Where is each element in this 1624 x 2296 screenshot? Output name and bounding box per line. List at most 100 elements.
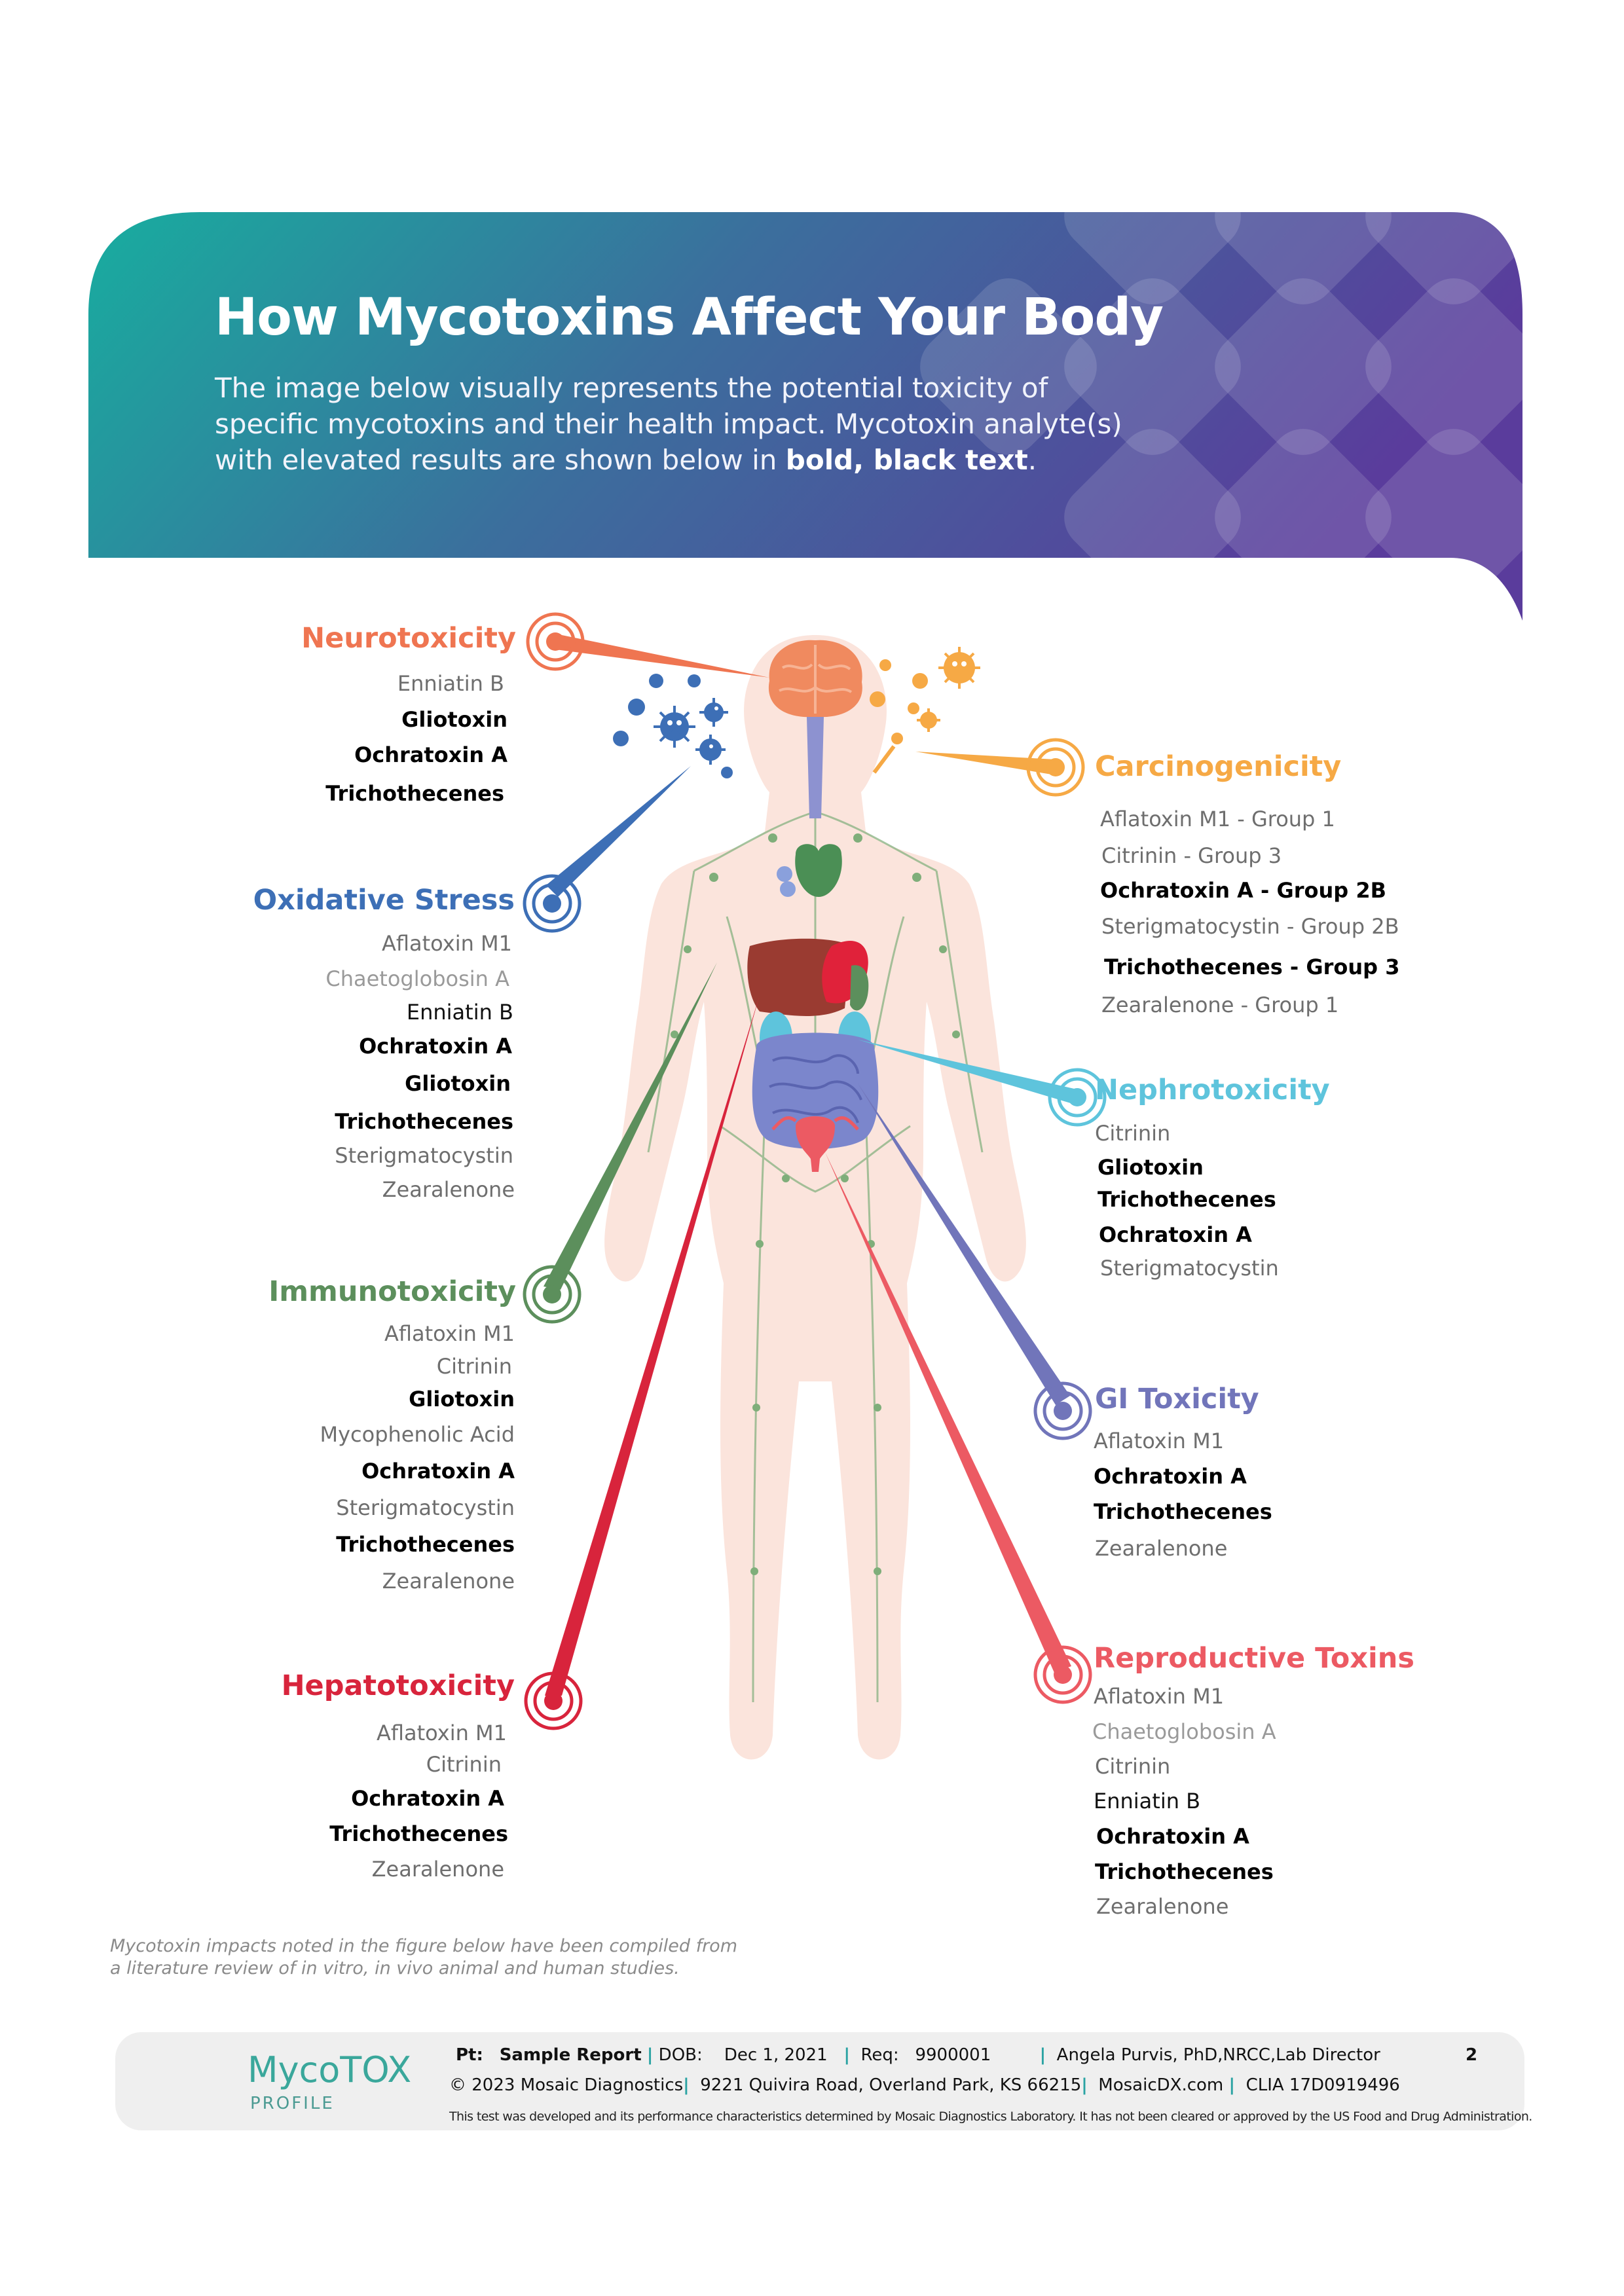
hepato-target bbox=[524, 1671, 583, 1730]
analyte-item: Aflatoxin M1 bbox=[384, 1321, 515, 1346]
separator: | bbox=[1039, 2045, 1046, 2065]
analyte-item: Aflatoxin M1 - Group 1 bbox=[1100, 807, 1335, 831]
spinal-cord bbox=[807, 717, 824, 818]
analyte-item: Zearalenone bbox=[382, 1177, 515, 1202]
category-hepatotoxicity: Hepatotoxicity bbox=[281, 1669, 515, 1702]
analyte-item: Aflatoxin M1 bbox=[1094, 1684, 1225, 1709]
analyte-item: Gliotoxin bbox=[405, 1071, 511, 1096]
analyte-item: Zearalenone - Group 1 bbox=[1101, 993, 1339, 1017]
pointer-beams bbox=[544, 634, 1077, 1696]
footer-company-line: © 2023 Mosaic Diagnostics| 9221 Quivira … bbox=[449, 2075, 1400, 2095]
analyte-item: Citrinin bbox=[1095, 1121, 1171, 1146]
analyte-item: Gliotoxin bbox=[401, 707, 507, 732]
analyte-item: Trichothecenes bbox=[335, 1109, 513, 1134]
dob-value: Dec 1, 2021 bbox=[724, 2045, 828, 2065]
subtitle-end: . bbox=[1027, 444, 1037, 476]
page-subtitle: The image below visually represents the … bbox=[215, 370, 1132, 478]
category-immunotoxicity: Immunotoxicity bbox=[268, 1275, 516, 1308]
analyte-item: Aflatoxin M1 bbox=[1094, 1429, 1225, 1453]
analyte-item: Trichothecenes bbox=[1098, 1187, 1276, 1212]
analyte-item: Ochratoxin A bbox=[354, 742, 507, 767]
oxidative-target bbox=[523, 874, 581, 933]
fallopian-tubes bbox=[771, 1116, 859, 1131]
analyte-item: Enniatin B bbox=[1094, 1789, 1201, 1813]
req-label: Req: bbox=[860, 2045, 899, 2065]
category-neurotoxicity: Neurotoxicity bbox=[301, 622, 516, 655]
analyte-item: Trichothecenes bbox=[1094, 1499, 1272, 1524]
analyte-item: Gliotoxin bbox=[409, 1387, 515, 1412]
header-banner bbox=[88, 212, 1522, 621]
copyright: © 2023 Mosaic Diagnostics bbox=[449, 2075, 684, 2095]
repro-beam bbox=[825, 1152, 1071, 1673]
hepato-beam bbox=[545, 995, 760, 1696]
footer-patient-line: Pt: Sample Report | DOB: Dec 1, 2021 | R… bbox=[456, 2045, 1380, 2065]
analyte-item: Citrinin bbox=[436, 1354, 512, 1379]
separator: | bbox=[1081, 2075, 1088, 2095]
report-footer bbox=[115, 2032, 1524, 2130]
gi-beam bbox=[858, 1084, 1070, 1405]
microbe-spikes bbox=[654, 698, 728, 765]
fda-disclaimer: This test was developed and its performa… bbox=[449, 2109, 1532, 2124]
category-gi-toxicity: GI Toxicity bbox=[1095, 1383, 1259, 1415]
analyte-item: Enniatin B bbox=[397, 671, 504, 696]
analyte-item: Citrinin - Group 3 bbox=[1101, 843, 1282, 868]
brand-name: MycoTOX bbox=[248, 2049, 412, 2090]
target-rings bbox=[523, 612, 1107, 1730]
neuro-target bbox=[526, 612, 585, 671]
analyte-item: Aflatoxin M1 bbox=[376, 1721, 507, 1745]
brand-subtitle: PROFILE bbox=[250, 2094, 335, 2113]
page-title: How Mycotoxins Affect Your Body bbox=[215, 288, 1164, 347]
body-figure bbox=[604, 635, 1026, 1760]
footnote-line: a literature review of in vitro, in vivo… bbox=[110, 1958, 680, 1978]
analyte-item: Trichothecenes bbox=[329, 1821, 508, 1846]
page-number: 2 bbox=[1466, 2045, 1478, 2065]
analyte-item: Enniatin B bbox=[406, 1000, 513, 1025]
separator: | bbox=[843, 2045, 850, 2065]
website: MosaicDX.com bbox=[1098, 2075, 1224, 2095]
patient-value: Sample Report bbox=[499, 2045, 642, 2065]
subtitle-text: The image below visually represents the … bbox=[215, 372, 1122, 476]
microbe-cluster bbox=[613, 674, 733, 778]
analyte-item: Sterigmatocystin bbox=[335, 1143, 513, 1168]
category-oxidative-stress: Oxidative Stress bbox=[253, 884, 515, 917]
analyte-item: Ochratoxin A - Group 2B bbox=[1100, 878, 1386, 903]
category-nephrotoxicity: Nephrotoxicity bbox=[1095, 1074, 1330, 1106]
analyte-item: Ochratoxin A bbox=[361, 1459, 515, 1484]
analyte-item: Trichothecenes bbox=[336, 1532, 515, 1557]
clia-number: CLIA 17D0919496 bbox=[1246, 2075, 1400, 2095]
category-carcinogenicity: Carcinogenicity bbox=[1095, 750, 1342, 783]
category-reproductive-toxins: Reproductive Toxins bbox=[1094, 1642, 1414, 1675]
analyte-item: Trichothecenes - Group 3 bbox=[1104, 955, 1400, 979]
analyte-item: Ochratoxin A bbox=[1099, 1222, 1252, 1247]
thyroid bbox=[795, 844, 842, 897]
analyte-item: Ochratoxin A bbox=[1094, 1464, 1247, 1489]
analyte-item: Trichothecenes bbox=[1095, 1859, 1274, 1884]
separator: | bbox=[683, 2075, 690, 2095]
analyte-item: Chaetoglobosin A bbox=[1092, 1719, 1276, 1744]
repro-target bbox=[1033, 1645, 1092, 1704]
analyte-item: Sterigmatocystin bbox=[336, 1495, 515, 1520]
analyte-item: Ochratoxin A bbox=[351, 1786, 504, 1811]
patient-label: Pt: bbox=[456, 2045, 483, 2065]
spleen bbox=[850, 965, 869, 1011]
dob-label: DOB: bbox=[658, 2045, 703, 2065]
neuro-beam bbox=[555, 634, 769, 678]
analyte-item: Zearalenone bbox=[1096, 1894, 1229, 1919]
nephro-target bbox=[1048, 1068, 1107, 1127]
analyte-item: Zearalenone bbox=[1095, 1536, 1228, 1561]
uterus bbox=[796, 1116, 835, 1172]
lymph-nodes bbox=[671, 833, 960, 1575]
gi-target bbox=[1033, 1381, 1092, 1440]
analyte-item: Ochratoxin A bbox=[359, 1034, 512, 1059]
analyte-item: Sterigmatocystin - Group 2B bbox=[1101, 914, 1399, 939]
footnote-line: Mycotoxin impacts noted in the figure be… bbox=[110, 1936, 737, 1956]
nephro-beam bbox=[858, 1040, 1077, 1105]
subtitle-emphasis: bold, black text bbox=[785, 444, 1028, 476]
brain-folds bbox=[779, 645, 853, 714]
separator: | bbox=[646, 2045, 654, 2065]
analyte-item: Zearalenone bbox=[371, 1857, 504, 1882]
analyte-item: Citrinin bbox=[426, 1752, 502, 1777]
separator: | bbox=[1228, 2075, 1236, 2095]
analyte-item: Mycophenolic Acid bbox=[320, 1422, 515, 1447]
address: 9221 Quivira Road, Overland Park, KS 662… bbox=[700, 2075, 1082, 2095]
